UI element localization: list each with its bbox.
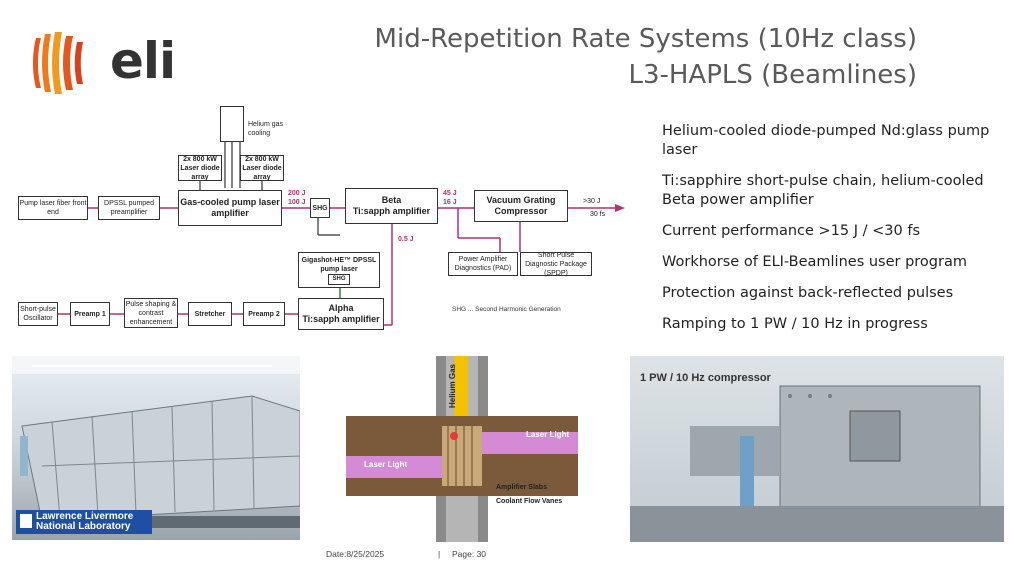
bullet-item: Ramping to 1 PW / 10 Hz in progress xyxy=(662,316,928,332)
laser-light-label-2: Laser Light xyxy=(364,460,408,469)
output-energy: >30 J xyxy=(583,198,601,205)
beta-sublabel: Ti:sapph amplifier xyxy=(352,206,431,216)
compressor-chamber-icon xyxy=(630,385,1004,542)
bullet-item: Protection against back-reflected pulses xyxy=(662,285,954,301)
preamp2-box: Preamp 2 xyxy=(243,302,285,326)
gas-cooled-amp-box: Gas-cooled pump laser amplifier xyxy=(178,190,282,226)
amplifier-diagram-icon xyxy=(346,356,578,542)
shg-box: SHG xyxy=(310,198,330,218)
alpha-label: Alpha xyxy=(328,303,354,313)
spdp-box: Short Pulse Diagnostic Package (SPDP) xyxy=(520,252,592,277)
diode-array-2: 2x 800 kW Laser diode array xyxy=(240,155,284,181)
llnl-name-line2: National Laboratory xyxy=(36,521,131,532)
helium-cooling-box xyxy=(220,106,244,142)
lab-equipment-icon xyxy=(12,356,300,528)
dpssl-preamp-box: DPSSL pumped preamplifier xyxy=(98,196,160,220)
alpha-amp-box: Alpha Ti:sapph amplifier xyxy=(298,298,384,330)
energy-16j: 16 J xyxy=(443,199,457,206)
gigashot-box: Gigashot-HE™ DPSSL pump laser xyxy=(298,252,380,288)
beta-amp-box: Beta Ti:sapph amplifier xyxy=(345,188,438,224)
energy-05j: 0.5 J xyxy=(398,236,414,243)
llnl-name-line1: Lawrence Livermore xyxy=(36,511,134,522)
output-duration: 30 fs xyxy=(590,211,606,218)
preamp1-box: Preamp 1 xyxy=(70,302,110,326)
slide-title-line1: Mid-Repetition Rate Systems (10Hz class) xyxy=(374,24,917,54)
bullet-item: Ti:sapphire short-pulse chain, helium-co… xyxy=(662,173,984,208)
footer-separator: | xyxy=(438,549,441,559)
compressor-label: Vacuum Grating xyxy=(486,195,556,205)
compressor-sublabel: Compressor xyxy=(494,206,548,216)
system-diagram: Helium gas cooling 2x 800 kW Laser diode… xyxy=(0,100,640,345)
amplifier-crosssection: Helium Gas Laser Light Laser Light Ampli… xyxy=(346,356,578,542)
llnl-logo: Lawrence Livermore National Laboratory xyxy=(16,510,152,534)
alpha-sublabel: Ti:sapph amplifier xyxy=(302,314,380,324)
gigashot-label: Gigashot-HE™ DPSSL pump laser xyxy=(301,257,377,273)
energy-45j: 45 J xyxy=(443,190,457,197)
pump-front-end-box: Pump laser fiber front end xyxy=(18,196,88,220)
bullet-item: Current performance >15 J / <30 fs xyxy=(662,223,920,239)
compressor-photo: 1 PW / 10 Hz compressor xyxy=(630,356,1004,542)
slide-title-line2: L3-HAPLS (Beamlines) xyxy=(628,60,917,90)
laser-lab-photo: Lawrence Livermore National Laboratory xyxy=(12,356,300,540)
bullet-item: Workhorse of ELI-Beamlines user program xyxy=(662,254,967,270)
logo-mark-icon xyxy=(33,32,83,94)
bullet-list: Helium-cooled diode-pumped Nd:glass pump… xyxy=(662,122,1012,346)
laser-light-label-1: Laser Light xyxy=(526,430,570,439)
stretcher-box: Stretcher xyxy=(188,302,232,326)
shg-note: SHG ... Second Harmonic Generation xyxy=(452,306,561,313)
pulse-shaping-box: Pulse shaping & contrast enhancement xyxy=(124,298,178,328)
compressor-box: Vacuum Grating Compressor xyxy=(474,190,568,222)
coolant-vanes-label: Coolant Flow Vanes xyxy=(496,498,563,505)
compressor-caption: 1 PW / 10 Hz compressor xyxy=(640,372,771,384)
pad-box: Power Amplifier Diagnostics (PAD) xyxy=(448,252,518,276)
energy-100j: 100 J xyxy=(288,199,306,206)
diode-array-1: 2x 800 kW Laser diode array xyxy=(178,155,222,181)
amplifier-slabs-label: Amplifier Slabs xyxy=(496,484,547,491)
footer-date: Date:8/25/2025 xyxy=(326,549,385,559)
helium-gas-label: Helium Gas xyxy=(448,364,457,409)
shg2-box: SHG xyxy=(328,274,350,285)
beta-label: Beta xyxy=(381,195,402,205)
bullet-item: Helium-cooled diode-pumped Nd:glass pump… xyxy=(662,123,990,158)
eli-logo: eli xyxy=(30,28,190,96)
logo-text: eli xyxy=(110,32,176,90)
energy-200j: 200 J xyxy=(288,190,306,197)
diagram-connectors xyxy=(58,140,625,326)
footer-page-number: Page: 30 xyxy=(452,549,487,559)
helium-cooling-label: Helium gas cooling xyxy=(248,121,284,137)
oscillator-box: Short-pulse Oscillator xyxy=(18,302,58,326)
llnl-mark-icon xyxy=(20,514,32,528)
